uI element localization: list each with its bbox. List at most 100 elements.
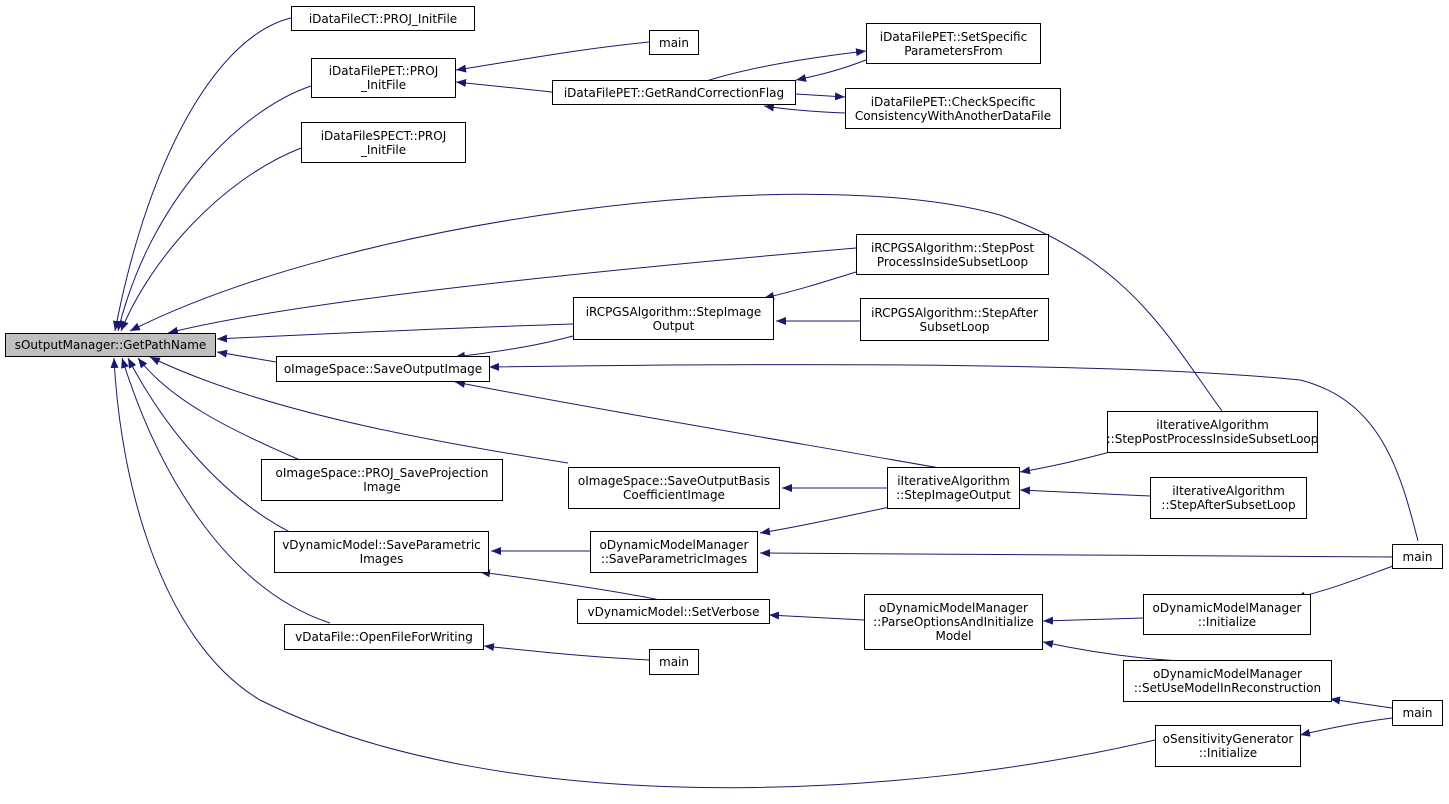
node-label: SubsetLoop — [919, 319, 990, 334]
node-odyn-setuse[interactable]: oDynamicModelManager::SetUseModelInRecon… — [1123, 660, 1332, 702]
node-label: iRCPGSAlgorithm::StepPost — [870, 240, 1035, 255]
node-label: vDataFile::OpenFileForWriting — [295, 630, 473, 644]
node-label: oSensitivityGenerator — [1162, 732, 1294, 746]
node-vdata-open[interactable]: vDataFile::OpenFileForWriting — [284, 624, 484, 650]
node-label: vDynamicModel::SetVerbose — [587, 604, 760, 619]
node-main-top[interactable]: main — [649, 30, 699, 55]
edge-pet-getrand-to-pet-checkspecific — [795, 92, 846, 101]
edge-pet-checkspecific-to-pet-getrand — [763, 103, 846, 114]
node-label: Model — [935, 629, 972, 643]
node-label: main — [659, 35, 689, 50]
edge-main-bottom-to-osens-init — [1299, 717, 1393, 737]
edge-vdyn-setverbose-to-vdyn-saveparam — [479, 569, 661, 601]
edge-odyn-setuse-to-odyn-parse — [1042, 640, 1181, 662]
edge-main-top-to-pet-projinit — [455, 41, 650, 73]
node-label: oImageSpace::SaveOutputBasis — [577, 474, 771, 488]
node-label: iRCPGSAlgorithm::StepAfter — [871, 305, 1038, 320]
edge-spect-projinit-to-root — [120, 147, 302, 332]
node-label: iDataFileCT::PROJ_InitFile — [308, 11, 458, 26]
node-label: ::Initialize — [1197, 614, 1257, 629]
edge-rcpgs-stepimage-to-root — [216, 323, 574, 343]
edge-rcpgs-stepimage-to-imgspace-saveout — [454, 335, 574, 360]
node-label: ::StepPostProcessInsideSubsetLoop — [1106, 432, 1319, 446]
node-odyn-saveparam[interactable]: oDynamicModelManager::SaveParametricImag… — [590, 531, 758, 573]
node-label: Image — [363, 480, 401, 494]
node-label: oImageSpace::PROJ_SaveProjection — [275, 466, 489, 480]
edge-rcpgs-steppost-to-root — [167, 247, 857, 335]
node-iter-stepafter[interactable]: iIterativeAlgorithm::StepAfterSubsetLoop — [1150, 477, 1307, 519]
node-odyn-init[interactable]: oDynamicModelManager::Initialize — [1143, 594, 1311, 635]
node-label: Output — [652, 318, 695, 333]
node-pet-getrand[interactable]: iDataFilePET::GetRandCorrectionFlag — [552, 80, 796, 105]
node-label: iDataFilePET::SetSpecific — [879, 29, 1028, 44]
edge-vdata-open-to-root — [121, 357, 331, 624]
node-pet-projinit[interactable]: iDataFilePET::PROJ_InitFile — [311, 58, 456, 98]
node-label: ::StepAfterSubsetLoop — [1161, 498, 1296, 512]
edge-imgspace-saveout-to-root — [216, 349, 277, 363]
node-odyn-parse[interactable]: oDynamicModelManager::ParseOptionsAndIni… — [864, 594, 1043, 650]
edge-main-mid-to-vdata-open — [483, 643, 650, 661]
edge-osens-init-to-root — [110, 357, 1156, 789]
edge-iter-steppost-to-iter-stepimage — [1019, 451, 1111, 475]
node-label: _InitFile — [360, 142, 407, 157]
edge-odyn-parse-to-vdyn-setverbose — [768, 611, 865, 621]
node-ct-projinit[interactable]: iDataFileCT::PROJ_InitFile — [291, 6, 475, 31]
edge-vdyn-saveparam-to-root — [127, 357, 301, 538]
edge-pet-getrand-to-pet-setspecific — [699, 48, 867, 84]
node-label: ParametersFrom — [904, 43, 1003, 58]
edge-imgspace-projsave-to-root — [137, 357, 301, 461]
node-iter-stepimage[interactable]: iIterativeAlgorithm::StepImageOutput — [887, 467, 1020, 509]
node-label: iIterativeAlgorithm — [1156, 418, 1269, 432]
node-osens-init[interactable]: oSensitivityGenerator::Initialize — [1155, 725, 1301, 767]
node-label: CoefficientImage — [623, 488, 725, 502]
edge-pet-getrand-to-pet-projinit — [455, 79, 553, 93]
node-label: oDynamicModelManager — [879, 601, 1028, 615]
node-label: oImageSpace::SaveOutputImage — [283, 362, 483, 376]
node-spect-projinit[interactable]: iDataFileSPECT::PROJ_InitFile — [301, 122, 466, 163]
node-label: main — [1402, 706, 1433, 720]
edge-rcpgs-steppost-to-rcpgs-stepimage — [763, 271, 857, 300]
node-label: iIterativeAlgorithm — [1172, 484, 1285, 498]
node-label: oDynamicModelManager — [1152, 600, 1302, 615]
edge-iter-stepimage-to-odyn-saveparam — [759, 504, 901, 536]
node-label: vDynamicModel::SaveParametric — [282, 538, 481, 552]
node-main-bottom[interactable]: main — [1392, 700, 1443, 726]
edge-odyn-init-to-odyn-parse — [1042, 616, 1144, 625]
edge-main-bottom-to-odyn-setuse — [1329, 696, 1393, 709]
node-label: oDynamicModelManager — [1153, 667, 1302, 681]
edge-imgspace-savebasis-to-root — [149, 356, 569, 464]
node-label: oDynamicModelManager — [599, 538, 749, 552]
node-label: main — [1402, 549, 1433, 564]
edge-iter-stepimage-to-imgspace-saveout — [454, 379, 952, 471]
node-iter-steppost[interactable]: iIterativeAlgorithm::StepPostProcessInsi… — [1107, 411, 1318, 453]
node-label: ConsistencyWithAnotherDataFile — [854, 108, 1052, 123]
node-main-mid[interactable]: main — [649, 649, 699, 675]
node-main-right[interactable]: main — [1392, 544, 1443, 569]
node-label: iDataFileSPECT::PROJ — [320, 128, 447, 143]
node-label: iDataFilePET::GetRandCorrectionFlag — [563, 85, 785, 100]
node-label: iDataFilePET::PROJ — [328, 64, 439, 78]
node-label: ::Initialize — [1198, 746, 1258, 760]
node-label: Images — [359, 552, 404, 566]
node-vdyn-setverbose[interactable]: vDynamicModel::SetVerbose — [577, 599, 770, 624]
edge-iter-steppost-to-root — [129, 193, 1223, 412]
node-label: sOutputManager::GetPathName — [14, 338, 207, 352]
edge-pet-projinit-to-root — [116, 85, 312, 332]
node-imgspace-saveout[interactable]: oImageSpace::SaveOutputImage — [276, 356, 490, 382]
edge-main-right-to-imgspace-saveout — [488, 362, 1419, 542]
edge-main-right-to-odyn-saveparam — [759, 549, 1393, 558]
node-label: main — [659, 655, 689, 669]
node-label: iDataFilePET::CheckSpecific — [870, 94, 1036, 109]
edge-iter-stepafter-to-iter-stepimage — [1019, 486, 1151, 497]
edge-ct-projinit-to-root — [112, 17, 292, 332]
node-label: ProcessInsideSubsetLoop — [876, 254, 1029, 269]
